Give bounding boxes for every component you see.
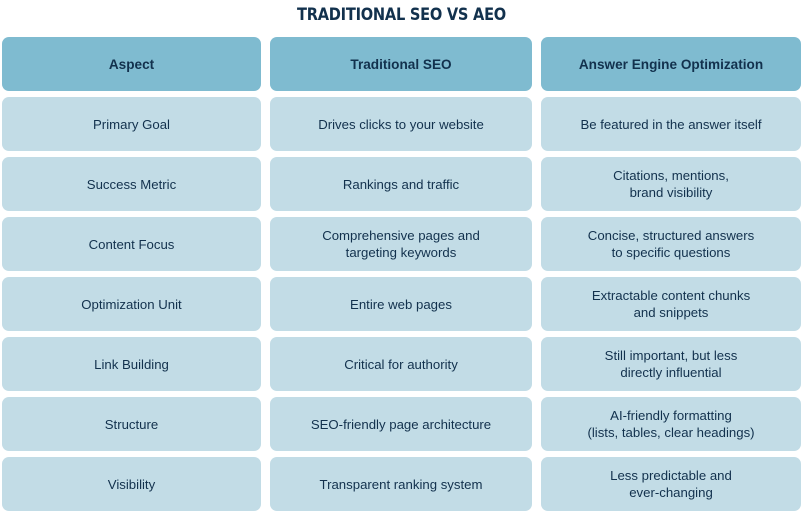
cell-answer-engine-optimization: Still important, but less directly influ…: [541, 337, 801, 391]
cell-aspect-text: Optimization Unit: [81, 296, 182, 312]
cell-answer-engine-optimization: AI-friendly formatting (lists, tables, c…: [541, 397, 801, 451]
cell-answer-engine-optimization: Extractable content chunks and snippets: [541, 277, 801, 331]
cell-traditional-seo-text: Critical for authority: [344, 356, 458, 372]
cell-aspect-text: Structure: [104, 416, 159, 432]
column-header-answer-engine-optimization-label: Answer Engine Optimization: [578, 56, 764, 72]
cell-aspect: Success Metric: [2, 157, 261, 211]
cell-traditional-seo: Rankings and traffic: [270, 157, 532, 211]
cell-aspect-text: Content Focus: [88, 236, 175, 252]
cell-traditional-seo-text: Comprehensive pages and targeting keywor…: [322, 228, 480, 260]
table-row: Success Metric Rankings and traffic Cita…: [2, 157, 801, 211]
cell-traditional-seo: Drives clicks to your website: [270, 97, 532, 151]
cell-traditional-seo: SEO-friendly page architecture: [270, 397, 532, 451]
cell-aspect: Primary Goal: [2, 97, 261, 151]
cell-answer-engine-optimization-text: Still important, but less directly influ…: [604, 348, 738, 380]
cell-traditional-seo: Entire web pages: [270, 277, 532, 331]
cell-answer-engine-optimization-text: AI-friendly formatting (lists, tables, c…: [587, 408, 755, 440]
cell-answer-engine-optimization-text: Citations, mentions, brand visibility: [613, 168, 729, 200]
cell-aspect: Visibility: [2, 457, 261, 511]
column-header-aspect-label: Aspect: [108, 56, 155, 72]
cell-traditional-seo-text: Drives clicks to your website: [318, 116, 484, 132]
cell-answer-engine-optimization-text: Extractable content chunks and snippets: [591, 288, 751, 320]
table-row: Structure SEO-friendly page architecture…: [2, 397, 801, 451]
cell-aspect-text: Primary Goal: [93, 116, 170, 132]
table-row: Content Focus Comprehensive pages and ta…: [2, 217, 801, 271]
cell-answer-engine-optimization: Citations, mentions, brand visibility: [541, 157, 801, 211]
cell-aspect: Structure: [2, 397, 261, 451]
comparison-infographic: TRADITIONAL SEO VS AEO Aspect Traditiona…: [2, 5, 801, 511]
table-row: Visibility Transparent ranking system Le…: [2, 457, 801, 511]
cell-traditional-seo: Critical for authority: [270, 337, 532, 391]
cell-aspect: Content Focus: [2, 217, 261, 271]
cell-answer-engine-optimization-text: Concise, structured answers to specific …: [587, 228, 755, 260]
column-header-aspect: Aspect: [2, 37, 261, 91]
column-header-answer-engine-optimization: Answer Engine Optimization: [541, 37, 801, 91]
cell-answer-engine-optimization: Be featured in the answer itself: [541, 97, 801, 151]
page-title: TRADITIONAL SEO VS AEO: [297, 5, 506, 25]
table-row: Primary Goal Drives clicks to your websi…: [2, 97, 801, 151]
cell-aspect-text: Success Metric: [86, 176, 177, 192]
cell-traditional-seo: Comprehensive pages and targeting keywor…: [270, 217, 532, 271]
cell-answer-engine-optimization: Less predictable and ever-changing: [541, 457, 801, 511]
table-row: Optimization Unit Entire web pages Extra…: [2, 277, 801, 331]
table-row: Link Building Critical for authority Sti…: [2, 337, 801, 391]
cell-answer-engine-optimization-text: Be featured in the answer itself: [580, 116, 762, 132]
cell-answer-engine-optimization-text: Less predictable and ever-changing: [610, 468, 732, 500]
column-header-traditional-seo: Traditional SEO: [270, 37, 532, 91]
cell-aspect: Optimization Unit: [2, 277, 261, 331]
cell-traditional-seo-text: Rankings and traffic: [342, 176, 460, 192]
cell-aspect: Link Building: [2, 337, 261, 391]
column-header-traditional-seo-label: Traditional SEO: [350, 56, 452, 72]
table-header-row: Aspect Traditional SEO Answer Engine Opt…: [2, 37, 801, 91]
cell-traditional-seo-text: SEO-friendly page architecture: [310, 416, 492, 432]
cell-aspect-text: Link Building: [94, 356, 169, 372]
cell-aspect-text: Visibility: [107, 476, 156, 492]
cell-traditional-seo-text: Entire web pages: [350, 296, 452, 312]
cell-traditional-seo-text: Transparent ranking system: [319, 476, 483, 492]
cell-answer-engine-optimization: Concise, structured answers to specific …: [541, 217, 801, 271]
comparison-table: Aspect Traditional SEO Answer Engine Opt…: [2, 37, 801, 511]
cell-traditional-seo: Transparent ranking system: [270, 457, 532, 511]
